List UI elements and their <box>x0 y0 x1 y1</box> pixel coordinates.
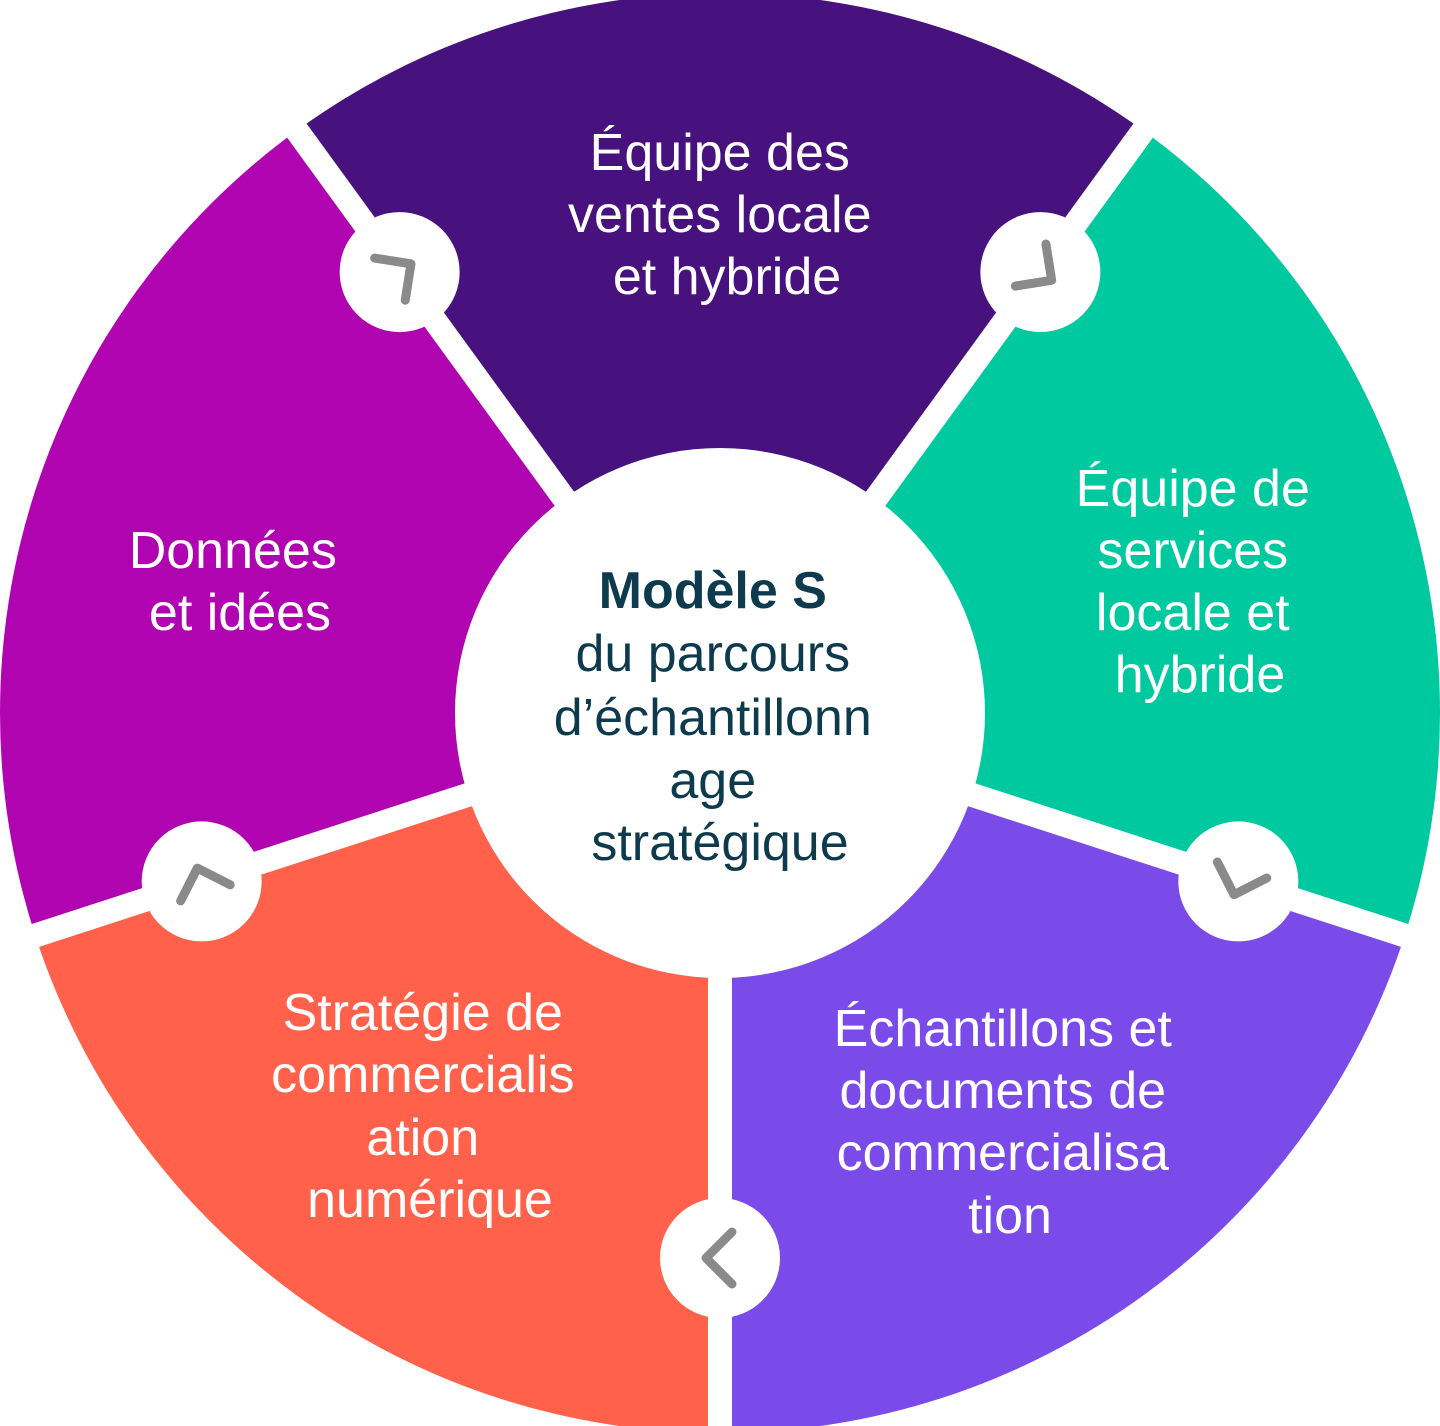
segment-label-services-team: Équipe de services locale et hybride <box>1076 460 1325 704</box>
chevron-icon <box>1010 239 1057 291</box>
segment-sales-team <box>296 0 1144 713</box>
chevron-icon <box>701 1227 737 1289</box>
segment-label-samples-materials: Échantillons et documents de commerciali… <box>834 1000 1187 1245</box>
connector-node <box>141 821 262 942</box>
center-circle <box>455 448 985 978</box>
center-title: Modèle S <box>599 562 827 620</box>
chevron-icon <box>370 253 416 305</box>
segment-label-sales-team: Équipe des ventes locale et hybride <box>568 124 886 306</box>
center-label: Modèle S du parcours d’échantillonn age … <box>554 562 886 872</box>
segment-label-data-insights: Données et idées <box>129 522 352 642</box>
connector-node <box>660 1198 780 1318</box>
connector-node <box>1178 821 1299 942</box>
chevron-icon <box>1212 857 1272 900</box>
connector-node <box>980 212 1101 333</box>
segment-label-digital-marketing: Stratégie de commercialis ation numériqu… <box>271 984 589 1229</box>
connector-node <box>339 212 460 333</box>
chevron-icon <box>176 863 235 906</box>
